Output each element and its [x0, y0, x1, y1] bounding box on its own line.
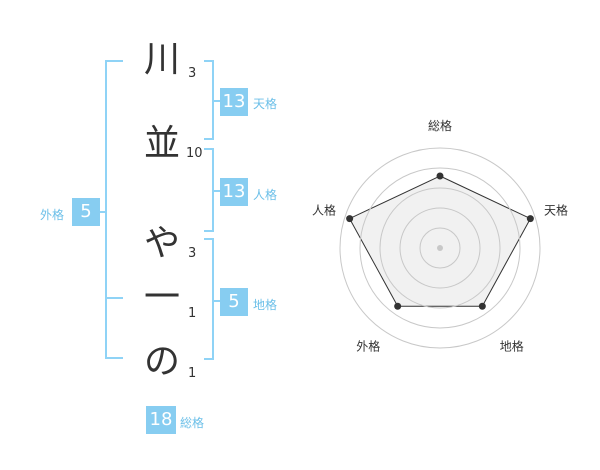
radar-point-4 — [394, 302, 402, 310]
gaikaku-value: 5 — [72, 198, 100, 226]
tenkaku-value: 13 — [220, 88, 248, 116]
chikaku-bracket-vertical — [212, 238, 214, 360]
radar-ring-overlay — [379, 187, 501, 309]
chikaku-bracket-connector — [212, 300, 220, 302]
jinkaku-bracket-top — [204, 148, 214, 150]
radar-ring-overlay — [359, 167, 521, 329]
tenkaku-label: 天格 — [253, 97, 278, 111]
tenkaku-bracket-top — [204, 60, 214, 62]
soukaku-label: 総格 — [180, 416, 205, 430]
chikaku-bracket-top — [204, 238, 214, 240]
name-char-3: や — [143, 223, 180, 264]
radar-axis-label-1: 総格 — [428, 118, 452, 133]
radar-center-dot — [437, 245, 443, 251]
gaikaku-bracket-mid — [105, 297, 123, 299]
chikaku-value: 5 — [220, 288, 248, 316]
radar-axis-label-2: 天格 — [544, 202, 568, 217]
radar-point-5 — [346, 215, 354, 223]
gaikaku-bracket-top — [105, 60, 123, 62]
stroke-count-2: 10 — [186, 146, 203, 161]
radar-axis-label-4: 外格 — [356, 339, 380, 354]
name-char-4: 一 — [143, 277, 180, 318]
radar-point-3 — [478, 302, 486, 310]
name-char-5: の — [143, 341, 180, 382]
name-char-1: 川 — [143, 39, 180, 80]
gaikaku-bracket-connector — [98, 211, 107, 213]
tenkaku-bracket-connector — [212, 100, 220, 102]
tenkaku-bracket-bottom — [204, 138, 214, 140]
radar-ring-overlay — [399, 207, 481, 289]
gaikaku-bracket-bottom — [105, 357, 123, 359]
chikaku-bracket-bottom — [204, 358, 214, 360]
radar-axis-label-5: 人格 — [312, 202, 336, 217]
chikaku-label: 地格 — [253, 298, 278, 312]
jinkaku-bracket-connector — [212, 190, 220, 192]
name-char-2: 並 — [143, 123, 180, 164]
radar-point-2 — [526, 215, 534, 223]
stroke-count-3: 3 — [188, 246, 197, 261]
jinkaku-label: 人格 — [253, 188, 278, 202]
radar-point-1 — [436, 172, 444, 180]
stroke-count-5: 1 — [188, 366, 197, 381]
gaikaku-label: 外格 — [40, 208, 65, 222]
radar-axis-label-3: 地格 — [500, 339, 524, 354]
jinkaku-bracket-bottom — [204, 230, 214, 232]
gaikaku-bracket-vertical — [105, 60, 107, 359]
jinkaku-value: 13 — [220, 178, 248, 206]
stroke-count-1: 3 — [188, 66, 197, 81]
soukaku-value: 18 — [146, 406, 176, 434]
stroke-count-4: 1 — [188, 306, 197, 321]
radar-ring-overlay — [419, 227, 461, 269]
